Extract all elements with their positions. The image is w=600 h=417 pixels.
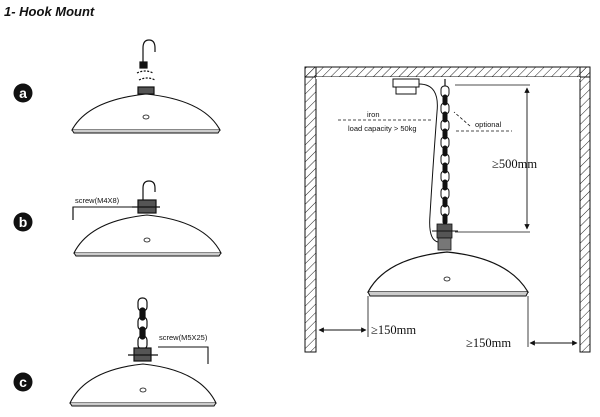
step-b: b screw(M4X8) [13,180,222,257]
step-b-screw-label: screw(M4X8) [75,196,120,205]
ceiling-junction-box [392,78,420,95]
step-c-screw-label: screw(M5X25) [159,333,208,342]
step-c-letter: c [19,374,27,390]
left-clearance-dimension: ≥150mm [318,296,416,337]
installation-drawing: iron load capacity > 50kg optional ≥500m… [304,66,591,353]
step-b-badge: b [13,212,33,232]
step-c-chain-icon [128,297,158,362]
step-a-lamp-shade [71,93,221,134]
optional-label: optional [475,120,502,129]
step-c-screw-icon [158,346,209,364]
optional-leader-line [453,111,471,127]
lamp-bracket [432,223,458,251]
step-c: c screw(M5X25) [13,297,217,407]
step-a: a [13,39,221,134]
step-b-letter: b [19,214,28,230]
iron-label: iron [367,110,380,119]
right-clearance-dimension: ≥150mm [466,296,578,350]
load-capacity-label: load capacity > 50kg [348,124,417,133]
step-c-lamp-shade [69,363,217,407]
power-cable [418,83,439,243]
left-clearance-text: ≥150mm [371,323,416,337]
step-a-letter: a [19,85,27,101]
suspension-chain [440,85,450,225]
ceiling-and-walls [304,66,591,353]
right-clearance-text: ≥150mm [466,336,511,350]
section-title: 1- Hook Mount [4,4,95,19]
step-a-badge: a [13,83,33,103]
step-c-badge: c [13,372,33,392]
step-b-hook-icon [132,180,160,214]
step-a-hook-icon [136,39,156,95]
ceiling-distance-dimension: ≥500mm [455,84,537,233]
ceiling-distance-text: ≥500mm [492,157,537,171]
step-b-screw-icon [72,206,136,220]
installed-lamp-shade [367,251,530,297]
step-b-lamp-shade [73,214,222,257]
